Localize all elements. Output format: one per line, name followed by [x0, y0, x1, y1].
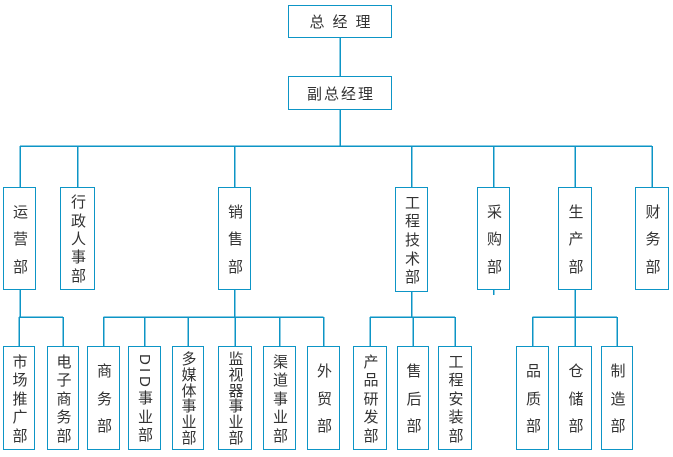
box-general-manager: 总经理 — [288, 5, 392, 38]
box-warehouse-dept-label: 仓储部 — [566, 362, 584, 434]
box-product-rd-dept-label: 产品研发部 — [361, 353, 379, 443]
box-commerce-dept-label: 商务部 — [95, 362, 112, 434]
box-monitor-division: 监视器事业部 — [218, 346, 252, 450]
box-manufacturing-dept: 制造部 — [601, 346, 633, 450]
box-warehouse-dept: 仓储部 — [558, 346, 592, 450]
box-manufacturing-dept-label: 制造部 — [608, 362, 626, 434]
box-ecommerce-dept-label: 电子商务部 — [54, 353, 72, 443]
box-monitor-division-label: 监视器事业部 — [226, 350, 244, 446]
box-engineering-tech-dept-label: 工程技术部 — [403, 194, 420, 285]
box-commerce-dept: 商务部 — [87, 346, 120, 450]
box-engineering-install-dept: 工程安装部 — [438, 346, 472, 450]
box-finance-dept: 财务部 — [635, 187, 669, 290]
box-marketing-promotion-dept: 市场推广部 — [3, 346, 35, 450]
box-ecommerce-dept: 电子商务部 — [47, 346, 79, 450]
box-admin-hr-dept-label: 行政人事部 — [69, 194, 86, 283]
box-admin-hr-dept: 行政人事部 — [60, 187, 95, 290]
box-channel-division-label: 渠道事业部 — [271, 353, 288, 443]
box-production-dept: 生产部 — [558, 187, 592, 290]
box-sales-dept-label: 销售部 — [226, 203, 243, 274]
box-multimedia-division-label: 多媒体事业部 — [179, 350, 197, 446]
box-after-sales-dept: 售后部 — [397, 346, 429, 450]
box-foreign-trade-dept: 外贸部 — [307, 346, 340, 450]
box-foreign-trade-dept-label: 外贸部 — [315, 362, 332, 434]
box-after-sales-dept-label: 售后部 — [404, 362, 422, 434]
box-quality-dept: 品质部 — [516, 346, 549, 450]
box-deputy-general-manager: 副总经理 — [288, 76, 392, 110]
box-production-dept-label: 生产部 — [566, 203, 584, 274]
box-engineering-install-dept-label: 工程安装部 — [446, 353, 464, 443]
box-engineering-tech-dept: 工程技术部 — [395, 187, 428, 292]
box-sales-dept: 销售部 — [218, 187, 251, 290]
box-multimedia-division: 多媒体事业部 — [172, 346, 204, 450]
box-purchasing-dept-label: 采购部 — [485, 203, 502, 274]
box-purchasing-dept: 采购部 — [477, 187, 510, 290]
box-operations-dept-label: 运营部 — [11, 203, 28, 274]
box-operations-dept: 运营部 — [3, 187, 36, 290]
box-product-rd-dept: 产品研发部 — [353, 346, 387, 450]
box-marketing-promotion-dept-label: 市场推广部 — [10, 353, 28, 443]
box-quality-dept-label: 品质部 — [524, 362, 541, 434]
box-finance-dept-label: 财务部 — [643, 203, 661, 274]
box-channel-division: 渠道事业部 — [263, 346, 296, 450]
